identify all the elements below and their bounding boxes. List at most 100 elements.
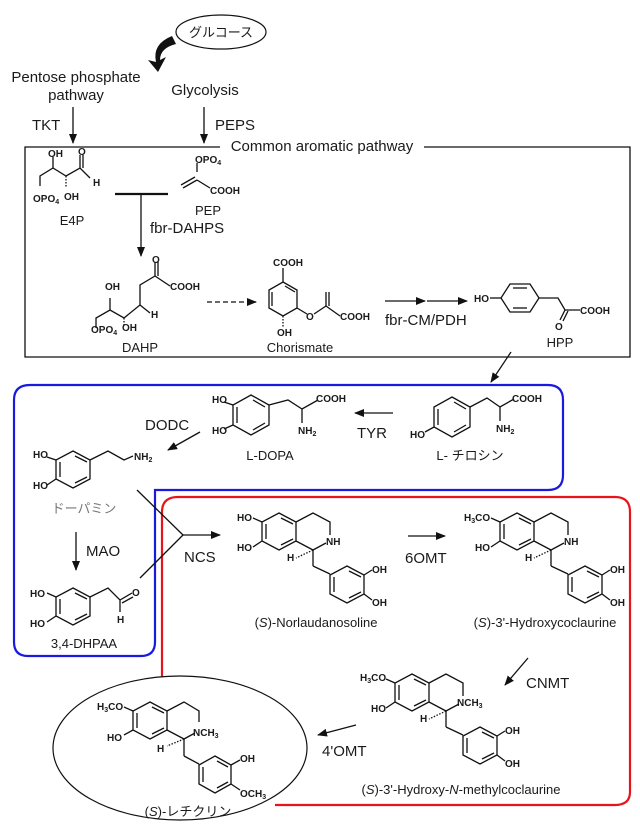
svg-text:COOH: COOH [273, 258, 303, 269]
svg-text:COOH: COOH [170, 282, 200, 293]
svg-text:O: O [555, 322, 563, 333]
svg-text:OH: OH [372, 565, 387, 576]
compound-dopamine: ドーパミン [52, 501, 117, 516]
ldopa-structure: HO HO COOH NH2 [212, 394, 346, 438]
svg-text:H: H [287, 553, 294, 564]
common-aromatic-pathway-title: Common aromatic pathway [231, 138, 414, 155]
tyrosine-structure: HO COOH NH2 [410, 394, 542, 441]
svg-text:HO: HO [107, 733, 122, 744]
hydroxy-n-methylcoclaurine-structure: H3CO HO NCH3 H OH OH [360, 673, 520, 770]
enzyme-fbr-dahps: fbr-DAHPS [150, 220, 224, 237]
red-box-reticuline-pathway [160, 495, 632, 807]
e4p-structure: OH O H OPO4 OH [33, 147, 100, 206]
cnmt-arrow [504, 657, 529, 686]
svg-text:NH2: NH2 [134, 452, 152, 464]
svg-text:HO: HO [212, 426, 227, 437]
compound-dahp: DAHP [122, 340, 158, 355]
4omt-arrow [317, 724, 357, 737]
svg-text:H: H [157, 744, 164, 755]
svg-text:COOH: COOH [580, 306, 610, 317]
dahp-structure: O COOH OH H OPO4 OH [91, 255, 200, 337]
svg-text:OH: OH [64, 192, 79, 203]
svg-text:HO: HO [475, 543, 490, 554]
enzyme-cnmt: CNMT [526, 675, 569, 692]
svg-text:HO: HO [33, 450, 48, 461]
svg-text:NH: NH [564, 537, 578, 548]
svg-text:O: O [132, 588, 140, 599]
svg-text:OPO4: OPO4 [33, 194, 59, 206]
compound-l-tyrosine: L- チロシン [436, 448, 503, 463]
svg-text:HO: HO [474, 294, 489, 305]
svg-text:OPO4: OPO4 [195, 155, 221, 167]
enzyme-6omt: 6OMT [405, 550, 447, 567]
svg-text:NH: NH [326, 537, 340, 548]
svg-text:HO: HO [371, 704, 386, 715]
svg-text:OH: OH [48, 149, 63, 160]
svg-text:COOH: COOH [340, 312, 370, 323]
enzyme-4omt: 4'OMT [322, 743, 367, 760]
svg-text:OPO4: OPO4 [91, 325, 117, 337]
enzyme-dodc: DODC [145, 417, 189, 434]
svg-text:OH: OH [240, 754, 255, 765]
svg-text:H: H [151, 310, 158, 321]
compound-e4p: E4P [60, 213, 85, 228]
pentose-phosphate-label-1: Pentose phosphate [11, 69, 140, 86]
dopamine-structure: HO HO NH2 [33, 450, 152, 492]
svg-text:NH2: NH2 [496, 424, 514, 436]
ncs-input-dhpaa [139, 534, 184, 579]
svg-text:COOH: COOH [512, 394, 542, 405]
svg-text:HO: HO [30, 619, 45, 630]
hpp-structure: HO COOH O [474, 283, 610, 333]
svg-text:HO: HO [410, 430, 425, 441]
svg-text:HO: HO [212, 395, 227, 406]
svg-text:HO: HO [33, 481, 48, 492]
svg-text:H3CO: H3CO [360, 673, 386, 685]
reticuline-structure: H3CO HO NCH3 H OH OCH3 [97, 701, 266, 801]
svg-text:NH2: NH2 [298, 426, 316, 438]
compound-s-3-hydroxycoclaurine: (S)-3'-Hydroxycoclaurine [474, 615, 617, 630]
svg-text:H: H [525, 553, 532, 564]
svg-text:O: O [306, 312, 314, 323]
ncs-input-dopamine [136, 489, 184, 536]
pep-structure: OPO4 COOH [180, 155, 240, 197]
enzyme-fbr-cm-pdh: fbr-CM/PDH [385, 312, 467, 329]
svg-text:OH: OH [505, 759, 520, 770]
svg-text:OH: OH [122, 323, 137, 334]
compound-chorismate: Chorismate [267, 340, 333, 355]
glucose-node: グルコース [175, 14, 267, 50]
svg-text:O: O [78, 147, 86, 158]
pentose-phosphate-label-2: pathway [48, 87, 104, 104]
svg-text:OH: OH [505, 726, 520, 737]
svg-text:NCH3: NCH3 [457, 698, 483, 710]
svg-text:HO: HO [237, 513, 252, 524]
hpp-to-tyrosine-arrow [490, 351, 512, 383]
svg-text:HO: HO [237, 543, 252, 554]
svg-text:OH: OH [610, 565, 625, 576]
compound-dhpaa: 3,4-DHPAA [51, 636, 118, 651]
compound-hpp: HPP [547, 335, 574, 350]
hydroxycoclaurine-structure: H3CO HO NH H OH OH [464, 512, 625, 609]
svg-text:OH: OH [105, 282, 120, 293]
glucose-label: グルコース [189, 25, 253, 40]
enzyme-ncs: NCS [184, 549, 216, 566]
enzyme-tyr: TYR [357, 425, 387, 442]
svg-text:OH: OH [610, 598, 625, 609]
svg-text:H3CO: H3CO [464, 513, 490, 525]
compound-s-reticuline: (S)-レチクリン [145, 804, 232, 819]
svg-text:H: H [93, 178, 100, 189]
compound-pep: PEP [195, 203, 221, 218]
svg-text:H: H [117, 615, 124, 626]
svg-text:OH: OH [372, 598, 387, 609]
svg-text:O: O [152, 255, 160, 266]
svg-text:H: H [420, 714, 427, 725]
enzyme-mao: MAO [86, 543, 120, 560]
chorismate-structure: COOH O COOH OH [268, 258, 370, 339]
svg-text:H3CO: H3CO [97, 702, 123, 714]
svg-text:NCH3: NCH3 [193, 728, 219, 740]
reticuline-product-ellipse [52, 675, 308, 821]
svg-text:COOH: COOH [316, 394, 346, 405]
compound-s-3-hydroxy-n-methylcoclaurine: (S)-3'-Hydroxy-N-methylcoclaurine [362, 782, 561, 797]
norlaudanosoline-structure: HO HO NH H OH OH [237, 512, 387, 609]
svg-text:OH: OH [277, 328, 292, 339]
compound-s-norlaudanosoline: (S)-Norlaudanosoline [255, 615, 378, 630]
